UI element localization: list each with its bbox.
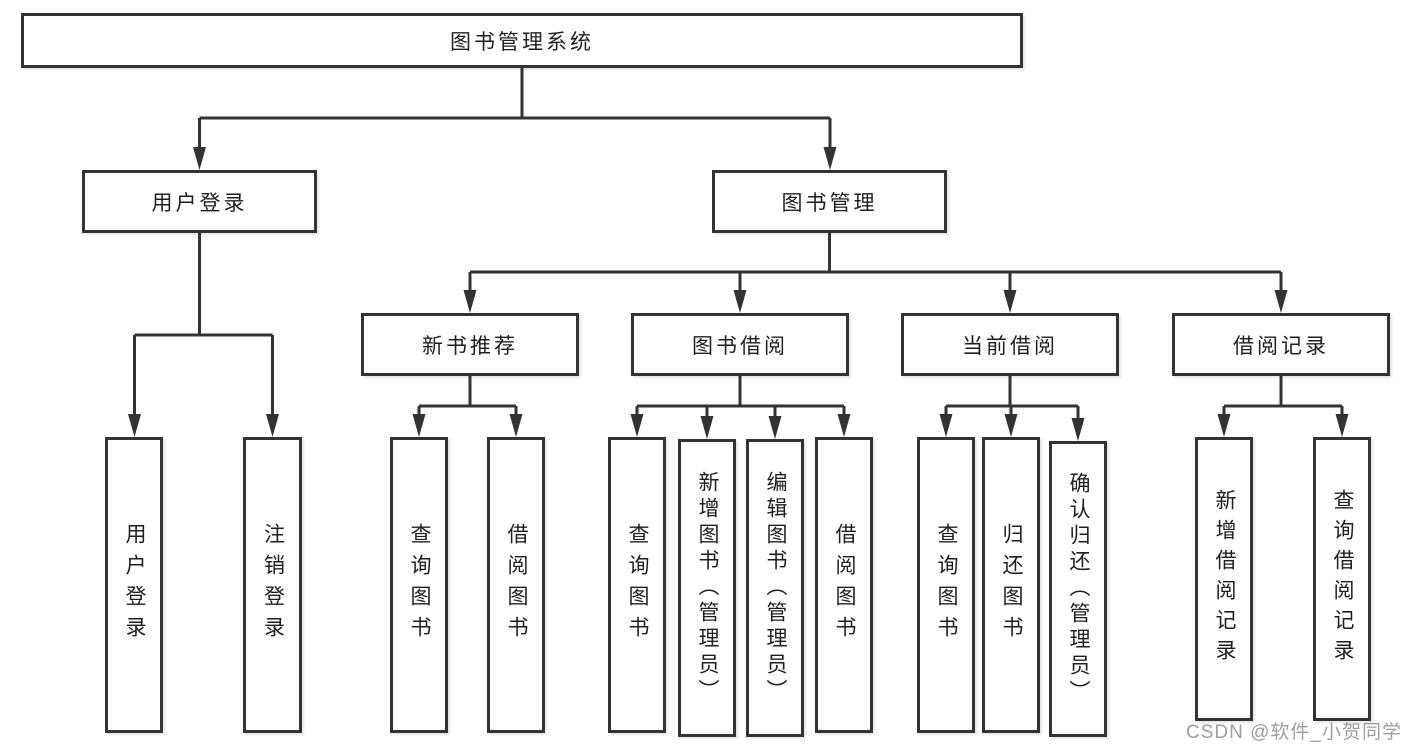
node-bb-edit-books-admin: 编辑图书（管理员） [746, 439, 804, 737]
node-logout-leaf-label: 注销登录 [261, 523, 285, 647]
node-logout-leaf: 注销登录 [243, 437, 302, 733]
node-br-query-record: 查询借阅记录 [1313, 437, 1371, 721]
node-root-label: 图书管理系统 [450, 30, 594, 54]
node-br-add-record: 新增借阅记录 [1195, 437, 1253, 721]
node-cb-query-books-label: 查询图书 [935, 523, 958, 647]
node-cb-return-books: 归还图书 [982, 437, 1040, 733]
node-user-login-leaf-label: 用户登录 [123, 523, 146, 647]
node-user-login-leaf: 用户登录 [105, 437, 163, 733]
node-current-borrowing: 当前借阅 [901, 313, 1119, 376]
node-book-borrowing-label: 图书借阅 [692, 334, 788, 358]
node-cb-return-books-label: 归还图书 [1000, 523, 1023, 647]
node-cb-confirm-return-admin: 确认归还（管理员） [1049, 441, 1107, 737]
node-borrowing-records: 借阅记录 [1172, 313, 1390, 376]
node-bb-add-books-admin-label: 新增图书（管理员） [696, 471, 719, 705]
csdn-watermark: CSDN @软件_小贺同学 [1186, 722, 1402, 743]
node-cb-query-books: 查询图书 [917, 437, 975, 733]
node-book-management-label: 图书管理 [781, 191, 878, 215]
node-user-login-label: 用户登录 [151, 191, 248, 215]
node-new-book-recommendation-label: 新书推荐 [422, 334, 518, 358]
node-user-login: 用户登录 [82, 170, 317, 233]
node-new-book-recommendation: 新书推荐 [361, 313, 579, 376]
node-br-add-record-label: 新增借阅记录 [1213, 489, 1236, 669]
node-borrowing-records-label: 借阅记录 [1233, 334, 1329, 358]
node-nbr-query-books-label: 查询图书 [408, 523, 431, 647]
node-book-borrowing: 图书借阅 [631, 313, 849, 376]
node-bb-borrow-books: 借阅图书 [815, 437, 873, 733]
node-cb-confirm-return-admin-label: 确认归还（管理员） [1067, 472, 1090, 706]
node-bb-borrow-books-label: 借阅图书 [833, 523, 856, 647]
arrowheads [128, 147, 1349, 441]
node-br-query-record-label: 查询借阅记录 [1331, 489, 1354, 669]
node-bb-query-books-label: 查询图书 [626, 523, 649, 647]
node-bb-add-books-admin: 新增图书（管理员） [678, 439, 736, 737]
node-root-library-management-system: 图书管理系统 [21, 13, 1023, 68]
node-book-management: 图书管理 [712, 170, 947, 233]
node-bb-query-books: 查询图书 [608, 437, 666, 733]
node-nbr-borrow-books-label: 借阅图书 [505, 523, 528, 647]
node-nbr-borrow-books: 借阅图书 [487, 437, 545, 733]
node-current-borrowing-label: 当前借阅 [962, 334, 1058, 358]
node-nbr-query-books: 查询图书 [390, 437, 448, 733]
node-bb-edit-books-admin-label: 编辑图书（管理员） [764, 471, 787, 705]
